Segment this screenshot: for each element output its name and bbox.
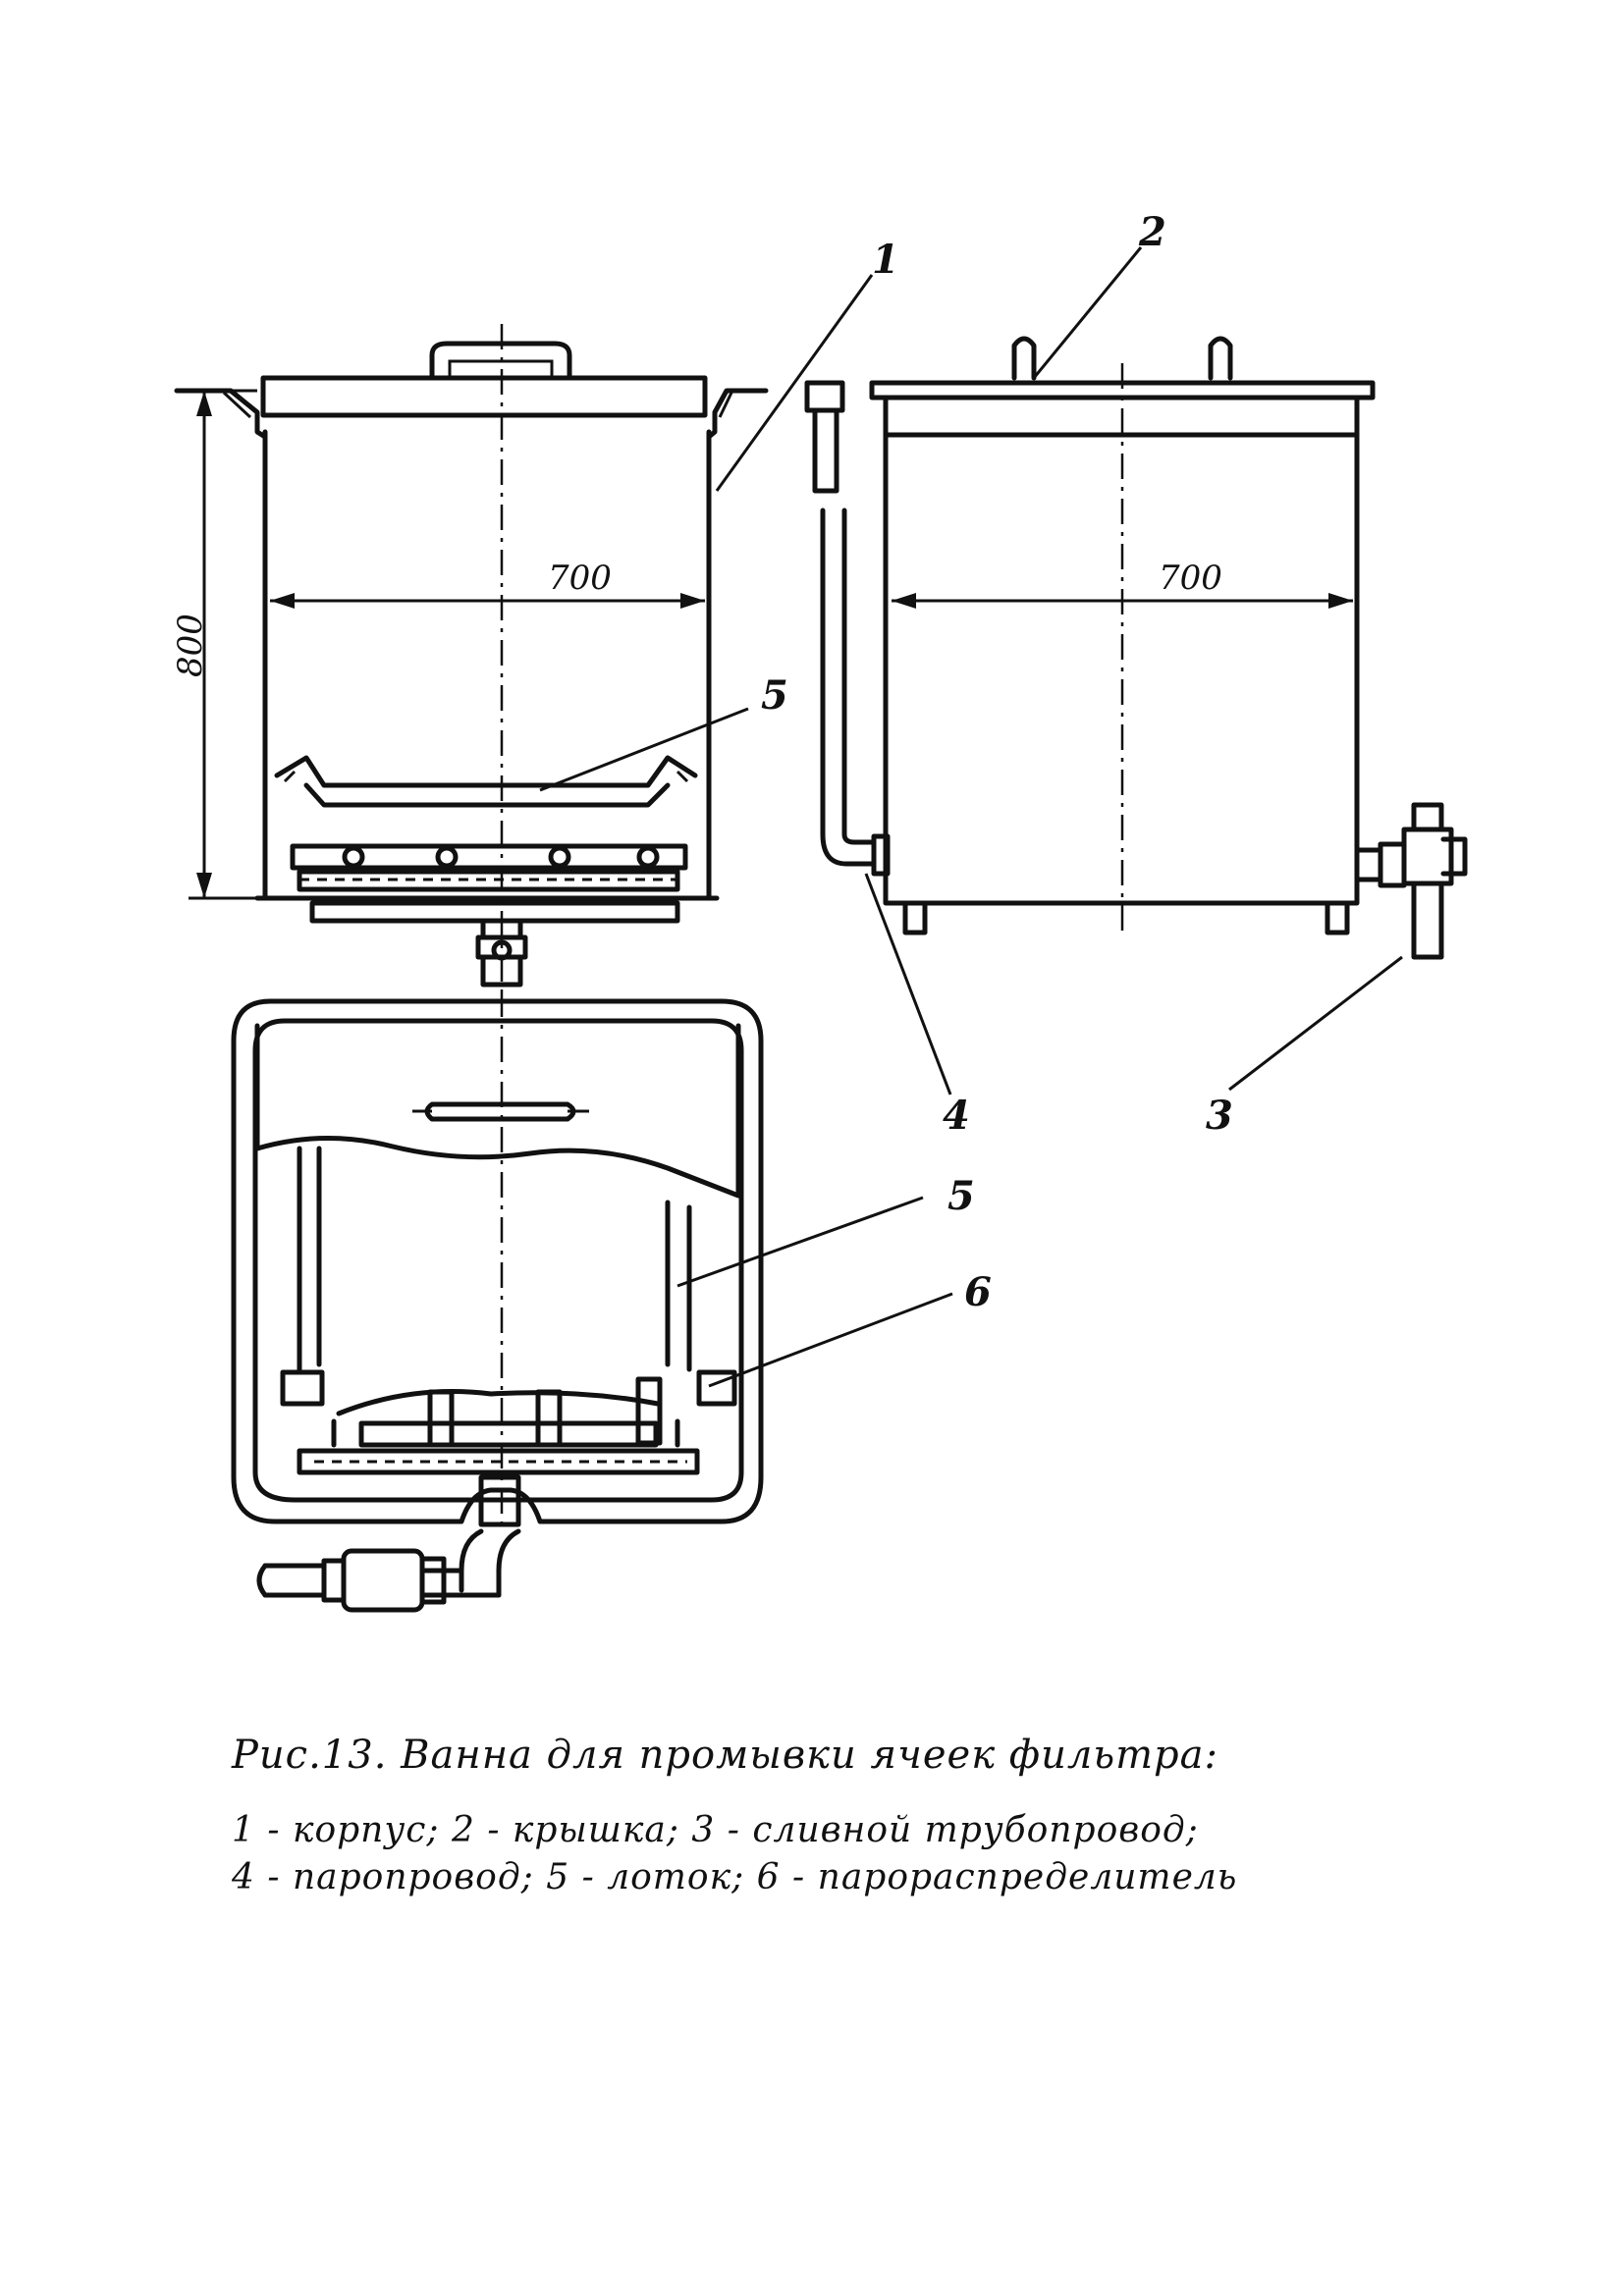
dimension-front-height: 800 bbox=[171, 614, 210, 677]
legend-line-1: 1 - корпус; 2 - крышка; 3 - сливной труб… bbox=[232, 1810, 1199, 1850]
leader-lines bbox=[539, 246, 1403, 1388]
front-view bbox=[174, 324, 769, 991]
figure-caption: Рис.13. Ванна для промывки ячеек фильтра… bbox=[232, 1733, 1218, 1778]
dimension-front-width: 700 bbox=[548, 559, 612, 598]
plan-view bbox=[231, 991, 764, 1613]
callout-3: 3 bbox=[1206, 1093, 1233, 1139]
figure-caption-block: Рис.13. Ванна для промывки ячеек фильтра… bbox=[232, 1733, 1508, 1901]
callout-2: 2 bbox=[1138, 209, 1166, 255]
side-view bbox=[804, 336, 1468, 960]
callout-6: 6 bbox=[964, 1269, 992, 1315]
legend-line-2: 4 - паропровод; 5 - лоток; 6 - парораспр… bbox=[232, 1857, 1238, 1897]
callout-5-plan: 5 bbox=[947, 1173, 975, 1219]
dimension-side-width: 700 bbox=[1159, 559, 1222, 598]
callout-5-front: 5 bbox=[761, 672, 788, 719]
callout-4: 4 bbox=[943, 1093, 970, 1139]
callout-1: 1 bbox=[872, 237, 899, 283]
